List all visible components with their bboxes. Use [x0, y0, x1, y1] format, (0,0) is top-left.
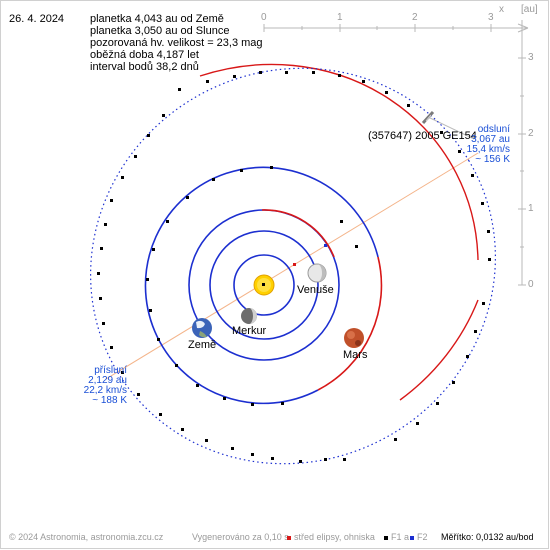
asteroid: [421, 110, 435, 125]
unit-label: [au]: [521, 4, 538, 15]
date-label: 26. 4. 2024: [9, 13, 65, 25]
x-axis-label: x: [499, 4, 504, 15]
x-tick-2: 2: [412, 12, 418, 23]
asteroid-orbit-points: [97, 71, 491, 463]
aphelion-annotation: odsluní 3,067 au 15,4 km/s ~ 156 K: [467, 125, 510, 165]
generated-time: Vygenerováno za 0,10 s: [192, 532, 289, 542]
x-tick-3: 3: [488, 12, 494, 23]
venus-orbit: [209, 230, 319, 340]
info-block: planetka 4,043 au od Země planetka 3,050…: [90, 13, 263, 73]
perihelion-temperature: ~ 188 K: [92, 395, 127, 406]
legend-center-label: střed elipsy, ohniska: [294, 532, 375, 542]
x-tick-0: 0: [261, 12, 267, 23]
focus-f2-marker: [324, 244, 327, 247]
earth: [192, 318, 212, 338]
venus: [307, 263, 327, 283]
info-period: oběžná doba 4,187 let: [90, 49, 199, 61]
x-tick-1: 1: [337, 12, 343, 23]
scale-label: Měřítko: 0,0132 au/bod: [441, 532, 534, 542]
aphelion-distance: 3,067 au: [471, 134, 510, 145]
aphelion-title: odsluní: [477, 124, 510, 135]
perihelion-annotation: přísluní 2,129 au 22,2 km/s ~ 188 K: [84, 366, 127, 406]
perihelion-speed: 22,2 km/s: [83, 385, 127, 396]
legend-f2-label: F2: [417, 532, 428, 542]
mars-label: Mars: [343, 349, 368, 361]
center-swatch: [287, 535, 291, 540]
mars-orbit-points: [146, 166, 358, 406]
asteroid-orbit: [90, 67, 496, 465]
info-magnitude: pozorovaná hv. velikost = 23,3 mag: [90, 37, 263, 49]
mercury-orbit: [233, 254, 295, 316]
mars-orbit-blue: [144, 166, 379, 405]
legend-f1: F1 a: [384, 532, 409, 542]
asteroid-link-line: [427, 116, 475, 140]
y-tick-1: 1: [528, 203, 534, 214]
y-tick-0: 0: [528, 279, 534, 290]
f2-swatch: [410, 535, 414, 540]
sun: [253, 274, 275, 296]
right-axis: [518, 20, 526, 286]
venus-label: Venuše: [297, 284, 334, 296]
perihelion-distance: 2,129 au: [88, 375, 127, 386]
asteroid-label: (357647) 2005 GE154: [368, 130, 477, 142]
earth-label: Země: [188, 339, 217, 351]
f1-swatch: [384, 535, 388, 540]
apsis-line: [105, 152, 479, 380]
mars: [344, 328, 364, 348]
earth-path-red: [261, 209, 335, 258]
perihelion-title: přísluní: [94, 365, 127, 376]
aphelion-speed: 15,4 km/s: [466, 144, 510, 155]
asteroid-orbit-red-lower: [399, 299, 479, 401]
mercury: [241, 308, 257, 324]
info-sun-distance: planetka 3,050 au od Slunce: [90, 25, 230, 37]
ellipse-center-marker: [293, 263, 296, 266]
info-earth-distance: planetka 4,043 au od Země: [90, 13, 224, 25]
asteroid-orbit-red: [199, 63, 479, 261]
copyright-link[interactable]: © 2024 Astronomia, astronomia.zcu.cz: [9, 532, 164, 542]
info-interval: interval bodů 38,2 dnů: [90, 61, 199, 73]
y-tick-2: 2: [528, 128, 534, 139]
y-tick-3: 3: [528, 52, 534, 63]
mercury-label: Merkur: [232, 325, 267, 337]
aphelion-temperature: ~ 156 K: [475, 154, 510, 165]
mars-orbit-red: [317, 256, 383, 391]
legend-f1-label: F1 a: [391, 532, 410, 542]
top-axis: [263, 23, 529, 33]
legend-center: střed elipsy, ohniska: [287, 532, 375, 542]
legend-f2: F2: [410, 532, 428, 542]
